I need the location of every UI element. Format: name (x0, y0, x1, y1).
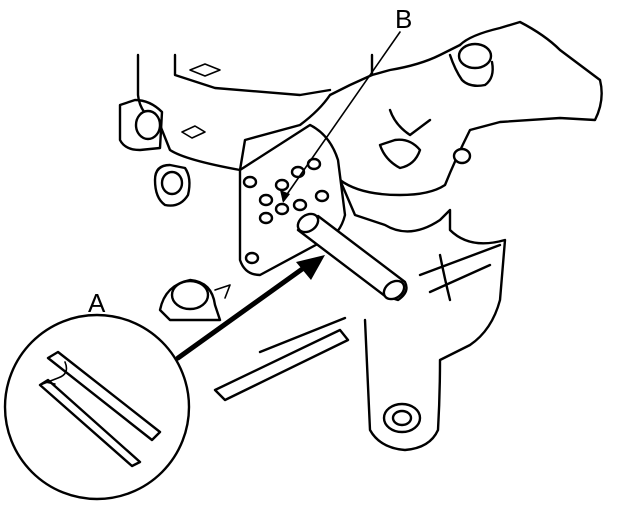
detail-circle (3, 313, 191, 501)
housing-casting (118, 20, 603, 452)
callout-b-arrowhead (280, 190, 290, 203)
pin-rod (296, 212, 408, 302)
callout-a: A (3, 255, 325, 501)
insert-arrow-head (296, 255, 325, 280)
insert-arrow (175, 259, 315, 361)
callout-b: B (280, 4, 412, 203)
callout-label-b: B (395, 4, 412, 34)
callout-label-a: A (88, 288, 106, 318)
